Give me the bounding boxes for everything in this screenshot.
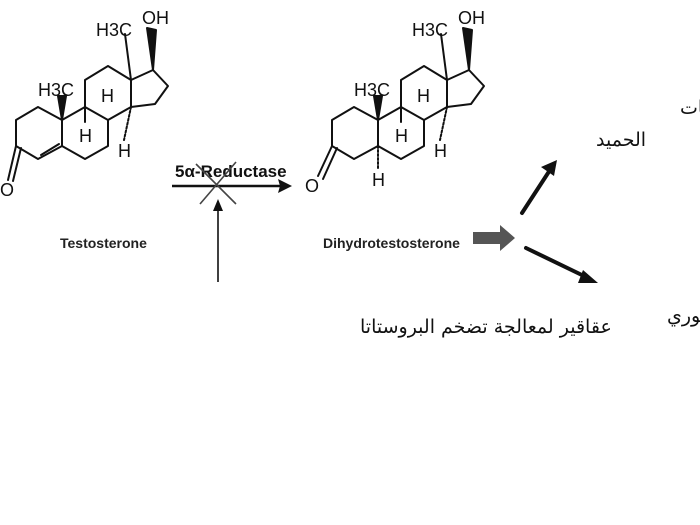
testosterone-methyl-top-label: H3C bbox=[96, 20, 132, 40]
male-pattern-baldness-label: الصلع الذكوري bbox=[667, 305, 700, 327]
bph-arrow bbox=[520, 160, 557, 215]
testosterone-label: Testosterone bbox=[60, 235, 147, 251]
outcome-arrow-block bbox=[473, 225, 515, 251]
enzyme-crossout-line bbox=[199, 161, 237, 205]
enzyme-label: 5α-Reductase bbox=[175, 162, 287, 181]
bph-label-line2: الحميد bbox=[596, 129, 646, 151]
dht-h-label: H bbox=[417, 86, 430, 106]
testosterone-h-label: H bbox=[101, 86, 114, 106]
inhibition-arrow bbox=[213, 199, 223, 282]
testosterone-structure: H3C OH H3C O H H H Testosterone bbox=[0, 8, 169, 251]
dihydrotestosterone-structure: H3C OH H3C O H H H H Dihydrotestosterone bbox=[305, 8, 485, 251]
testosterone-hydroxyl-label: OH bbox=[142, 8, 169, 28]
inhibitor-drugs-label: عقاقير لمعالجة تضخم البروستاتا bbox=[360, 316, 612, 338]
dht-methyl-left-label: H3C bbox=[354, 80, 390, 100]
enzyme-crossout-line bbox=[195, 163, 237, 205]
testosterone-ketone-oxygen-label: O bbox=[0, 180, 14, 200]
dht-methyl-top-label: H3C bbox=[412, 20, 448, 40]
dht-hydroxyl-label: OH bbox=[458, 8, 485, 28]
testosterone-h-label: H bbox=[118, 141, 131, 161]
testosterone-methyl-left-label: H3C bbox=[38, 80, 74, 100]
dht-h-label: H bbox=[434, 141, 447, 161]
dht-h-label: H bbox=[395, 126, 408, 146]
baldness-arrow bbox=[524, 246, 598, 283]
reaction-arrowhead bbox=[278, 179, 292, 193]
dihydrotestosterone-label: Dihydrotestosterone bbox=[323, 235, 460, 251]
enzyme-reaction-arrow: 5α-Reductase bbox=[172, 161, 292, 205]
testosterone-h-label: H bbox=[79, 126, 92, 146]
dht-ketone-oxygen-label: O bbox=[305, 176, 319, 196]
bph-label-line1: تضخم البروستات bbox=[680, 97, 700, 119]
dht-h-label: H bbox=[372, 170, 385, 190]
